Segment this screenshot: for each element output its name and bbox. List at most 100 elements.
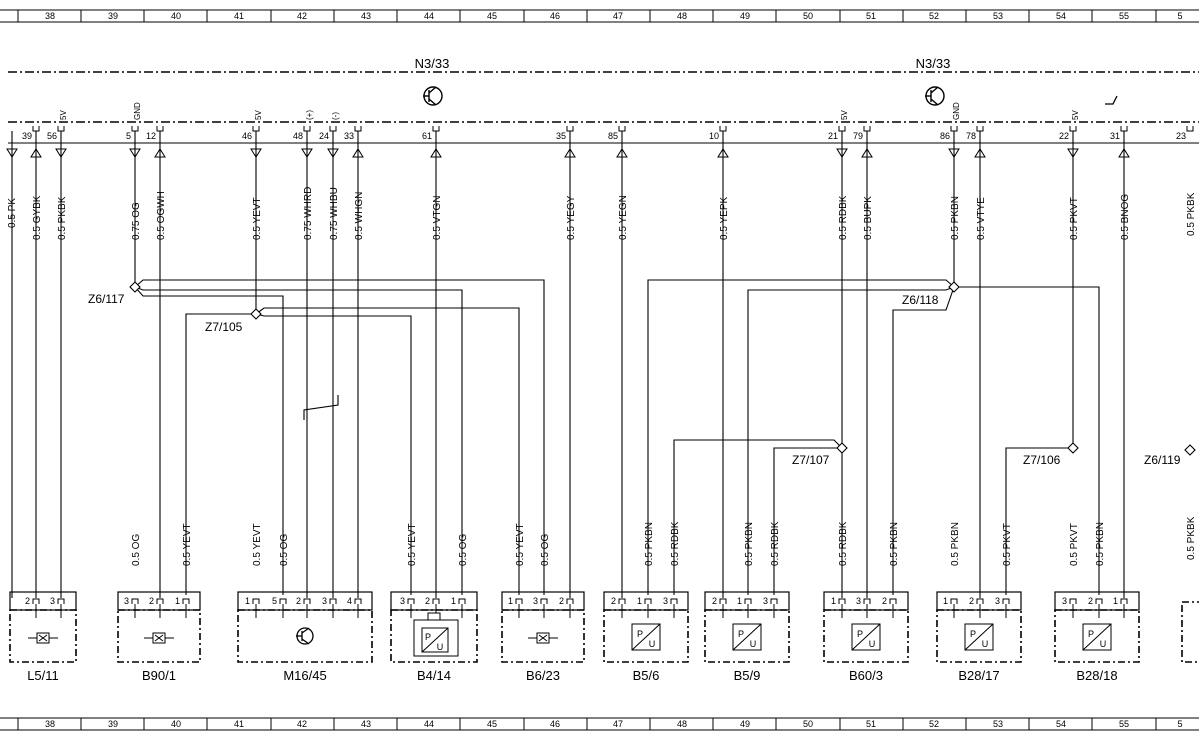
grid-top-44: 44 bbox=[424, 11, 434, 21]
grid-top-41: 41 bbox=[234, 11, 244, 21]
wire-label-lower: 0.5 PKBN bbox=[950, 522, 961, 566]
pin-terminal bbox=[32, 126, 40, 132]
component-pin-number: 3 bbox=[400, 596, 405, 606]
wire-label-lower: 0.5 PKBN bbox=[1095, 522, 1106, 566]
pin-number: 56 bbox=[47, 131, 57, 141]
wire-label: 0.5 VTGN bbox=[432, 196, 443, 240]
grid-top-52: 52 bbox=[929, 11, 939, 21]
component-label: M16/45 bbox=[283, 668, 326, 683]
grid-bottom-48: 48 bbox=[677, 719, 687, 729]
component-pin-number: 3 bbox=[124, 596, 129, 606]
splice-label: Z7/105 bbox=[205, 320, 243, 334]
sensor-glyph: P bbox=[857, 629, 863, 639]
grid-top-56: 5 bbox=[1177, 11, 1182, 21]
transistor-icon bbox=[423, 86, 443, 106]
wire-label: 0.5 YEGY bbox=[566, 195, 577, 240]
component-pin-number: 3 bbox=[663, 596, 668, 606]
pin-terminal bbox=[57, 126, 65, 132]
component-partial bbox=[1181, 601, 1199, 663]
pin-terminal bbox=[950, 126, 958, 132]
wire-label: 0.5 YEPK bbox=[719, 196, 730, 240]
wire-label: 0.5 PKBK bbox=[57, 196, 68, 240]
grid-top-40: 40 bbox=[171, 11, 181, 21]
sensor-glyph: P bbox=[738, 629, 744, 639]
grid-bottom-43: 43 bbox=[361, 719, 371, 729]
transistor-icon bbox=[925, 86, 945, 106]
component-label: B5/9 bbox=[734, 668, 761, 683]
splice-label: Z7/107 bbox=[792, 453, 830, 467]
wire-label: 0.5 BUPK bbox=[863, 196, 874, 240]
splice-label: Z6/118 bbox=[902, 293, 939, 307]
grid-bottom-51: 51 bbox=[866, 719, 876, 729]
pin-terminal bbox=[566, 126, 574, 132]
pin-terminal bbox=[303, 126, 311, 132]
wire-label-lower: 0.5 OG bbox=[540, 534, 551, 566]
wire-label: 0.5 VTYE bbox=[976, 197, 987, 240]
pin-signal: (+) bbox=[305, 110, 314, 120]
wire-label-lower: 0.5 RDBK bbox=[838, 521, 849, 566]
component-pin-number: 2 bbox=[882, 596, 887, 606]
module-label-left: N3/33 bbox=[415, 56, 450, 71]
pin-number: 79 bbox=[853, 131, 863, 141]
splice-label: Z7/106 bbox=[1023, 453, 1061, 467]
switch-icon bbox=[1105, 95, 1118, 105]
pressure-sensor-icon bbox=[732, 623, 762, 651]
splice-points bbox=[129, 281, 1196, 456]
pin-number: 31 bbox=[1110, 131, 1120, 141]
wire-label-lower: 0.5 PKBN bbox=[644, 522, 655, 566]
sensor-glyph: P bbox=[637, 629, 643, 639]
splice-routing bbox=[134, 279, 1100, 595]
heater-icon bbox=[427, 612, 441, 621]
transistor-icon bbox=[296, 627, 314, 645]
sensor-glyph: U bbox=[869, 639, 876, 649]
pin-number: 24 bbox=[319, 131, 329, 141]
component-pin-number: 1 bbox=[175, 596, 180, 606]
grid-bottom-41: 41 bbox=[234, 719, 244, 729]
pressure-sensor-icon bbox=[421, 627, 449, 653]
pin-terminal bbox=[838, 126, 846, 132]
wire-label-lower: 0.5 PKVT bbox=[1002, 523, 1013, 566]
sensor-glyph: U bbox=[982, 639, 989, 649]
component-label: B5/6 bbox=[633, 668, 660, 683]
module-boundary bbox=[8, 71, 1199, 144]
grid-bottom-56: 5 bbox=[1177, 719, 1182, 729]
pin-signal: 5V bbox=[59, 110, 68, 120]
sensor-glyph: P bbox=[1088, 629, 1094, 639]
grid-top-55: 55 bbox=[1119, 11, 1129, 21]
component-label: B6/23 bbox=[526, 668, 560, 683]
wire-label-lower: 0.5 YEVT bbox=[515, 523, 526, 566]
grid-top-45: 45 bbox=[487, 11, 497, 21]
component-pin-number: 3 bbox=[856, 596, 861, 606]
sensor-glyph: U bbox=[750, 639, 757, 649]
wire-label: 0.5 PKBK bbox=[1186, 516, 1197, 560]
component-label: B28/17 bbox=[958, 668, 999, 683]
component-pin-number: 3 bbox=[322, 596, 327, 606]
component-pin-number: 2 bbox=[1088, 596, 1093, 606]
pin-terminal bbox=[354, 126, 362, 132]
sensor-glyph: U bbox=[649, 639, 656, 649]
component-pin-number: 2 bbox=[25, 596, 30, 606]
component-pin-number: 1 bbox=[508, 596, 513, 606]
grid-bottom-42: 42 bbox=[297, 719, 307, 729]
wire-label-lower: 0.5 RDBK bbox=[770, 521, 781, 566]
pin-terminal bbox=[976, 126, 984, 132]
component-pin-number: 2 bbox=[712, 596, 717, 606]
pin-terminal bbox=[1120, 126, 1128, 132]
pin-number: 35 bbox=[556, 131, 566, 141]
wire-label-lower: 0.5 RDBK bbox=[670, 521, 681, 566]
component-pin-number: 3 bbox=[763, 596, 768, 606]
pin-terminal bbox=[432, 126, 440, 132]
grid-top-51: 51 bbox=[866, 11, 876, 21]
wire-label: 0.5 YEGN bbox=[618, 195, 629, 240]
pin-terminal bbox=[618, 126, 626, 132]
pin-number: 48 bbox=[293, 131, 303, 141]
pin-signal: GND bbox=[133, 102, 142, 120]
module-label-right: N3/33 bbox=[916, 56, 951, 71]
wire-label-lower: 0.5 PKBN bbox=[889, 522, 900, 566]
